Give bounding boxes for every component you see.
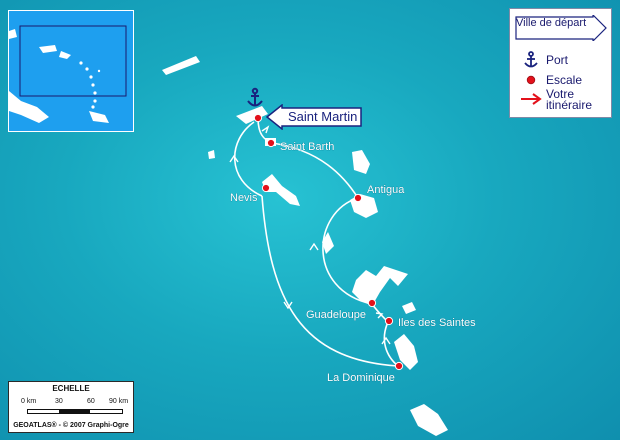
island-montserrat	[322, 232, 334, 254]
island-martinique	[410, 404, 448, 436]
legend: Ville de départ Port Escale Votre itinér…	[509, 8, 612, 118]
island-marie-galante	[402, 302, 416, 314]
route-arrow	[229, 154, 239, 163]
route-arrow	[283, 301, 293, 310]
inset-land	[39, 45, 57, 53]
island-anguilla	[162, 56, 200, 75]
legend-label-port: Port	[546, 53, 569, 67]
label-antigua: Antigua	[367, 184, 405, 196]
stop-la-dominique[interactable]	[394, 361, 404, 371]
stop-iles-des-saintes[interactable]	[384, 316, 394, 326]
route-arrow	[261, 125, 270, 134]
legend-item-port: Port	[520, 51, 568, 69]
label-nevis: Nevis	[230, 192, 258, 204]
islands	[162, 56, 448, 436]
legend-item-itineraire: Votre itinéraire	[520, 87, 593, 112]
island-guadeloupe	[352, 266, 408, 306]
stop-antigua[interactable]	[353, 193, 363, 203]
legend-title: Ville de départ	[516, 17, 587, 29]
anchor-icon	[247, 87, 263, 107]
route-leg-saint-barth-antigua	[271, 142, 359, 199]
stop-guadeloupe[interactable]	[367, 298, 377, 308]
legend-item-escale: Escale	[520, 73, 582, 87]
label-guadeloupe: Guadeloupe	[306, 309, 366, 321]
island-barbuda	[352, 150, 370, 174]
legend-title-arrow	[515, 15, 607, 41]
stop-saint-martin[interactable]	[253, 113, 263, 123]
stop-saint-barth[interactable]	[266, 138, 276, 148]
island-dominica	[394, 334, 418, 370]
scale-tick: 30	[55, 398, 63, 405]
route-arrow	[375, 312, 384, 319]
inset-antilles-arc	[79, 61, 101, 109]
island-saba	[208, 150, 215, 159]
red-arrow-icon	[520, 93, 542, 105]
scale-tick: 90 km	[109, 398, 129, 405]
route-leg-nevis-saint-martin	[233, 121, 263, 197]
label-iles-des-saintes: Iles des Saintes	[398, 317, 476, 329]
label-la-dominique: La Dominique	[327, 372, 395, 384]
inset-frame	[19, 25, 127, 97]
island-saint-martin	[236, 106, 268, 124]
route	[233, 117, 399, 367]
route-arrow	[309, 242, 319, 251]
red-dot-icon	[520, 75, 542, 85]
route-leg-antigua-guadeloupe	[322, 197, 373, 305]
start-city-callout: Saint Martin	[266, 104, 362, 130]
inset-land	[9, 91, 49, 123]
stops	[253, 113, 404, 371]
label-saint-barth: Saint Barth	[280, 141, 334, 153]
callout-arrow-shape	[266, 104, 362, 130]
inset-land	[9, 29, 17, 39]
map-credit: GEOATLAS® - © 2007 Graphi-Ogre	[13, 422, 129, 429]
scale-title: ECHELLE	[52, 384, 90, 393]
inset-map	[8, 10, 134, 132]
scale-box: ECHELLE 0 km 30 60 90 km GEOATLAS® - © 2…	[8, 381, 134, 433]
anchor-icon	[520, 51, 542, 69]
route-leg-saintes-dominique	[383, 321, 399, 367]
start-city-label: Saint Martin	[288, 109, 358, 124]
scale-tick: 60	[87, 398, 95, 405]
scale-tick: 0 km	[21, 398, 37, 405]
route-arrow	[381, 336, 391, 345]
inset-land	[89, 111, 109, 123]
stop-nevis[interactable]	[261, 183, 271, 193]
route-leg-dominique-nevis	[261, 195, 399, 367]
inset-land	[59, 51, 71, 59]
island-nevis	[262, 174, 300, 206]
scale-bar	[27, 409, 123, 414]
legend-label-escale: Escale	[546, 73, 583, 87]
legend-label-itineraire: Votre itinéraire	[546, 87, 593, 112]
inset-map-graphic	[9, 11, 133, 131]
route-arrows	[229, 125, 391, 345]
